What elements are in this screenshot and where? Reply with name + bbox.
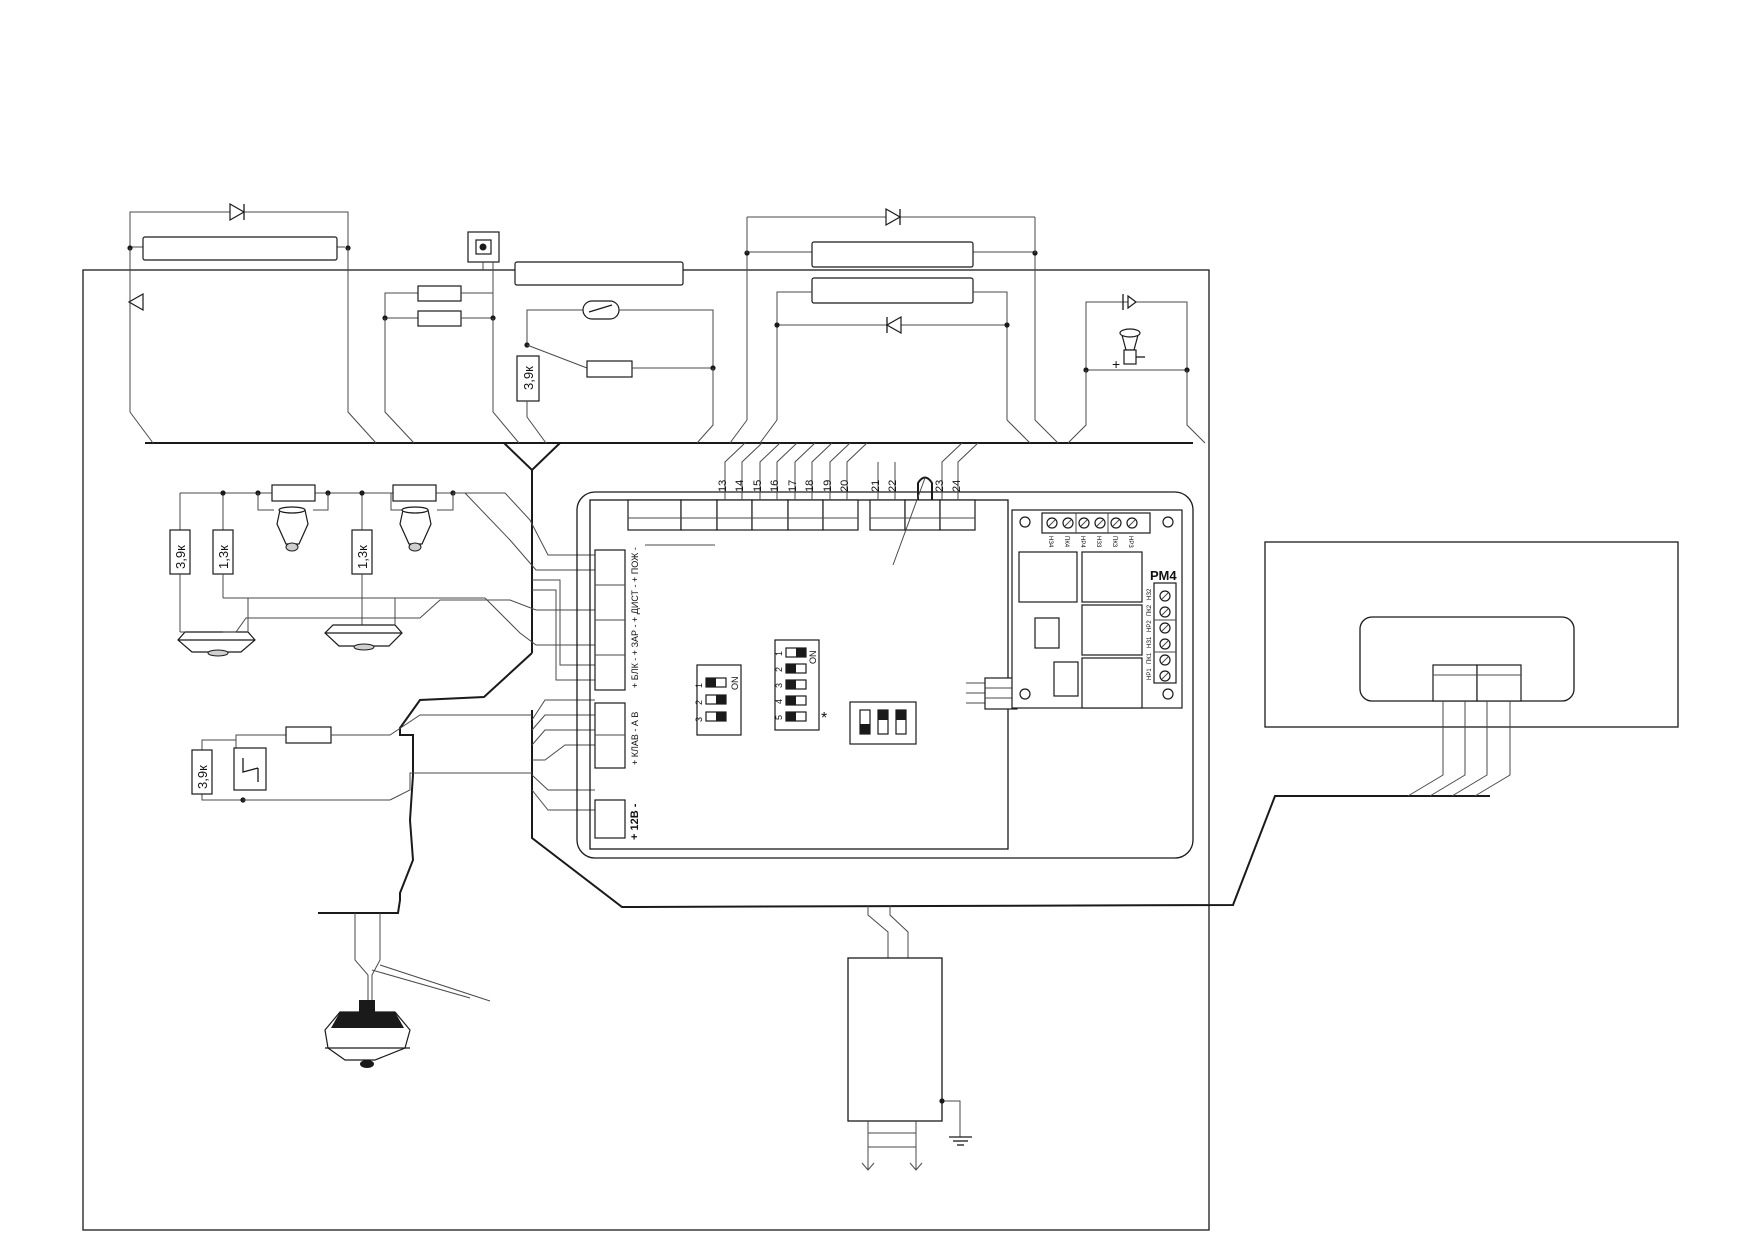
bus-lines [145,442,1490,914]
terminal-number: 23 [934,480,946,492]
dip-switch-2: ON 1 2 3 4 5 [774,639,820,731]
relay-terminal-label: ПК1 [1147,652,1153,664]
terminal-numbers: 13 14 15 16 17 18 19 20 21 22 23 24 [717,480,963,492]
central-double-element [729,207,1059,444]
terminal-number: 20 [839,480,851,492]
relay-module-title: РМ4 [1150,568,1177,583]
controller-board: + БЛК - + ЗАР - + ДИСТ - + ПОЖ - + КЛАВ … [576,442,1194,859]
left-detectors: 3,9к 1,3к 1,3к [169,484,595,657]
dip-switch-1: ON 1 2 3 [694,664,742,736]
terminal-number: 17 [787,480,799,492]
dip-switch-3 [849,701,917,745]
relay-terminal-label: НР2 [1147,620,1153,632]
terminal-number: 24 [951,480,963,492]
chip-icon [1034,617,1060,649]
left-bottom-relay: 3,9к [191,714,532,803]
star-mark: * [821,710,827,727]
power-supply [847,905,972,1171]
terminal-group1-label: + БЛК - + ЗАР - + ДИСТ - + ПОЖ - [630,547,640,688]
reed-switch-circuit: 3,9к [516,300,716,444]
dip-switch-number: 4 [774,699,784,704]
terminal-number: 18 [804,480,816,492]
chip-icon [1053,661,1079,697]
bottom-left-device [324,913,491,1068]
resistor-39k-top-label: 3,9к [521,366,536,390]
buzzer-polarity-label: + [1112,356,1120,372]
top-bar-element [514,261,684,286]
dip-switch-on-label: ON [730,677,740,691]
heat-detector-icon [399,509,432,545]
dip-switch-number: 5 [774,715,784,720]
terminal-number: 15 [752,480,764,492]
resistor-13k-mid-label: 1,3к [355,545,370,569]
resistor-39k-left-label: 3,9к [173,545,188,569]
relay-terminal-label: НР3 [1127,536,1133,548]
smoke-detector-icon [324,624,403,647]
terminal-number: 16 [769,480,781,492]
smoke-detector-icon [177,631,256,653]
dip-switch-number: 2 [774,667,784,672]
relay-terminal-label: НР1 [1147,668,1153,680]
terminal-group2-label: + КЛАВ - А В [630,712,640,765]
terminal-number: 14 [734,480,746,492]
buzzer-circuit: + [127,292,1206,444]
terminal-number: 22 [887,480,899,492]
external-panel [1264,541,1679,797]
resistor-13k-left-label: 1,3к [216,545,231,569]
dip-switch-number: 2 [694,700,704,705]
dip-switch-on-label: ON [808,651,818,665]
lower-wires [531,579,595,811]
relay-terminal-label: НЗ2 [1147,588,1153,600]
relay-terminal-label: ПК2 [1147,604,1153,616]
terminal-number: 13 [717,480,729,492]
manual-call-point [382,231,520,444]
dip-switch-number: 3 [774,683,784,688]
terminal-number: 21 [870,480,882,492]
relay-terminal-label: ПК3 [1111,536,1117,548]
dip-switch-number: 3 [694,717,704,722]
relay-contact-icon [233,747,267,791]
relay-terminal-label: НЗ1 [1147,636,1153,648]
relay-terminal-label: НЗ4 [1047,536,1053,548]
relay-terminal-label: НР4 [1079,536,1085,548]
resistor-39k-bottom-label: 3,9к [195,765,210,789]
relay-terminal-label: ПК4 [1063,536,1069,548]
terminal-power-label: + 12В - [629,803,641,840]
relay-module: РМ4 НЗ4 ПК4 НР4 НЗ3 ПК3 НР3 [1011,509,1183,709]
dip-switch-number: 1 [774,651,784,656]
terminal-number: 19 [822,480,834,492]
top-left-element [127,202,377,444]
relay-terminal-label: НЗ3 [1095,536,1101,548]
heat-detector-icon [276,509,309,545]
dip-switch-number: 1 [694,683,704,688]
